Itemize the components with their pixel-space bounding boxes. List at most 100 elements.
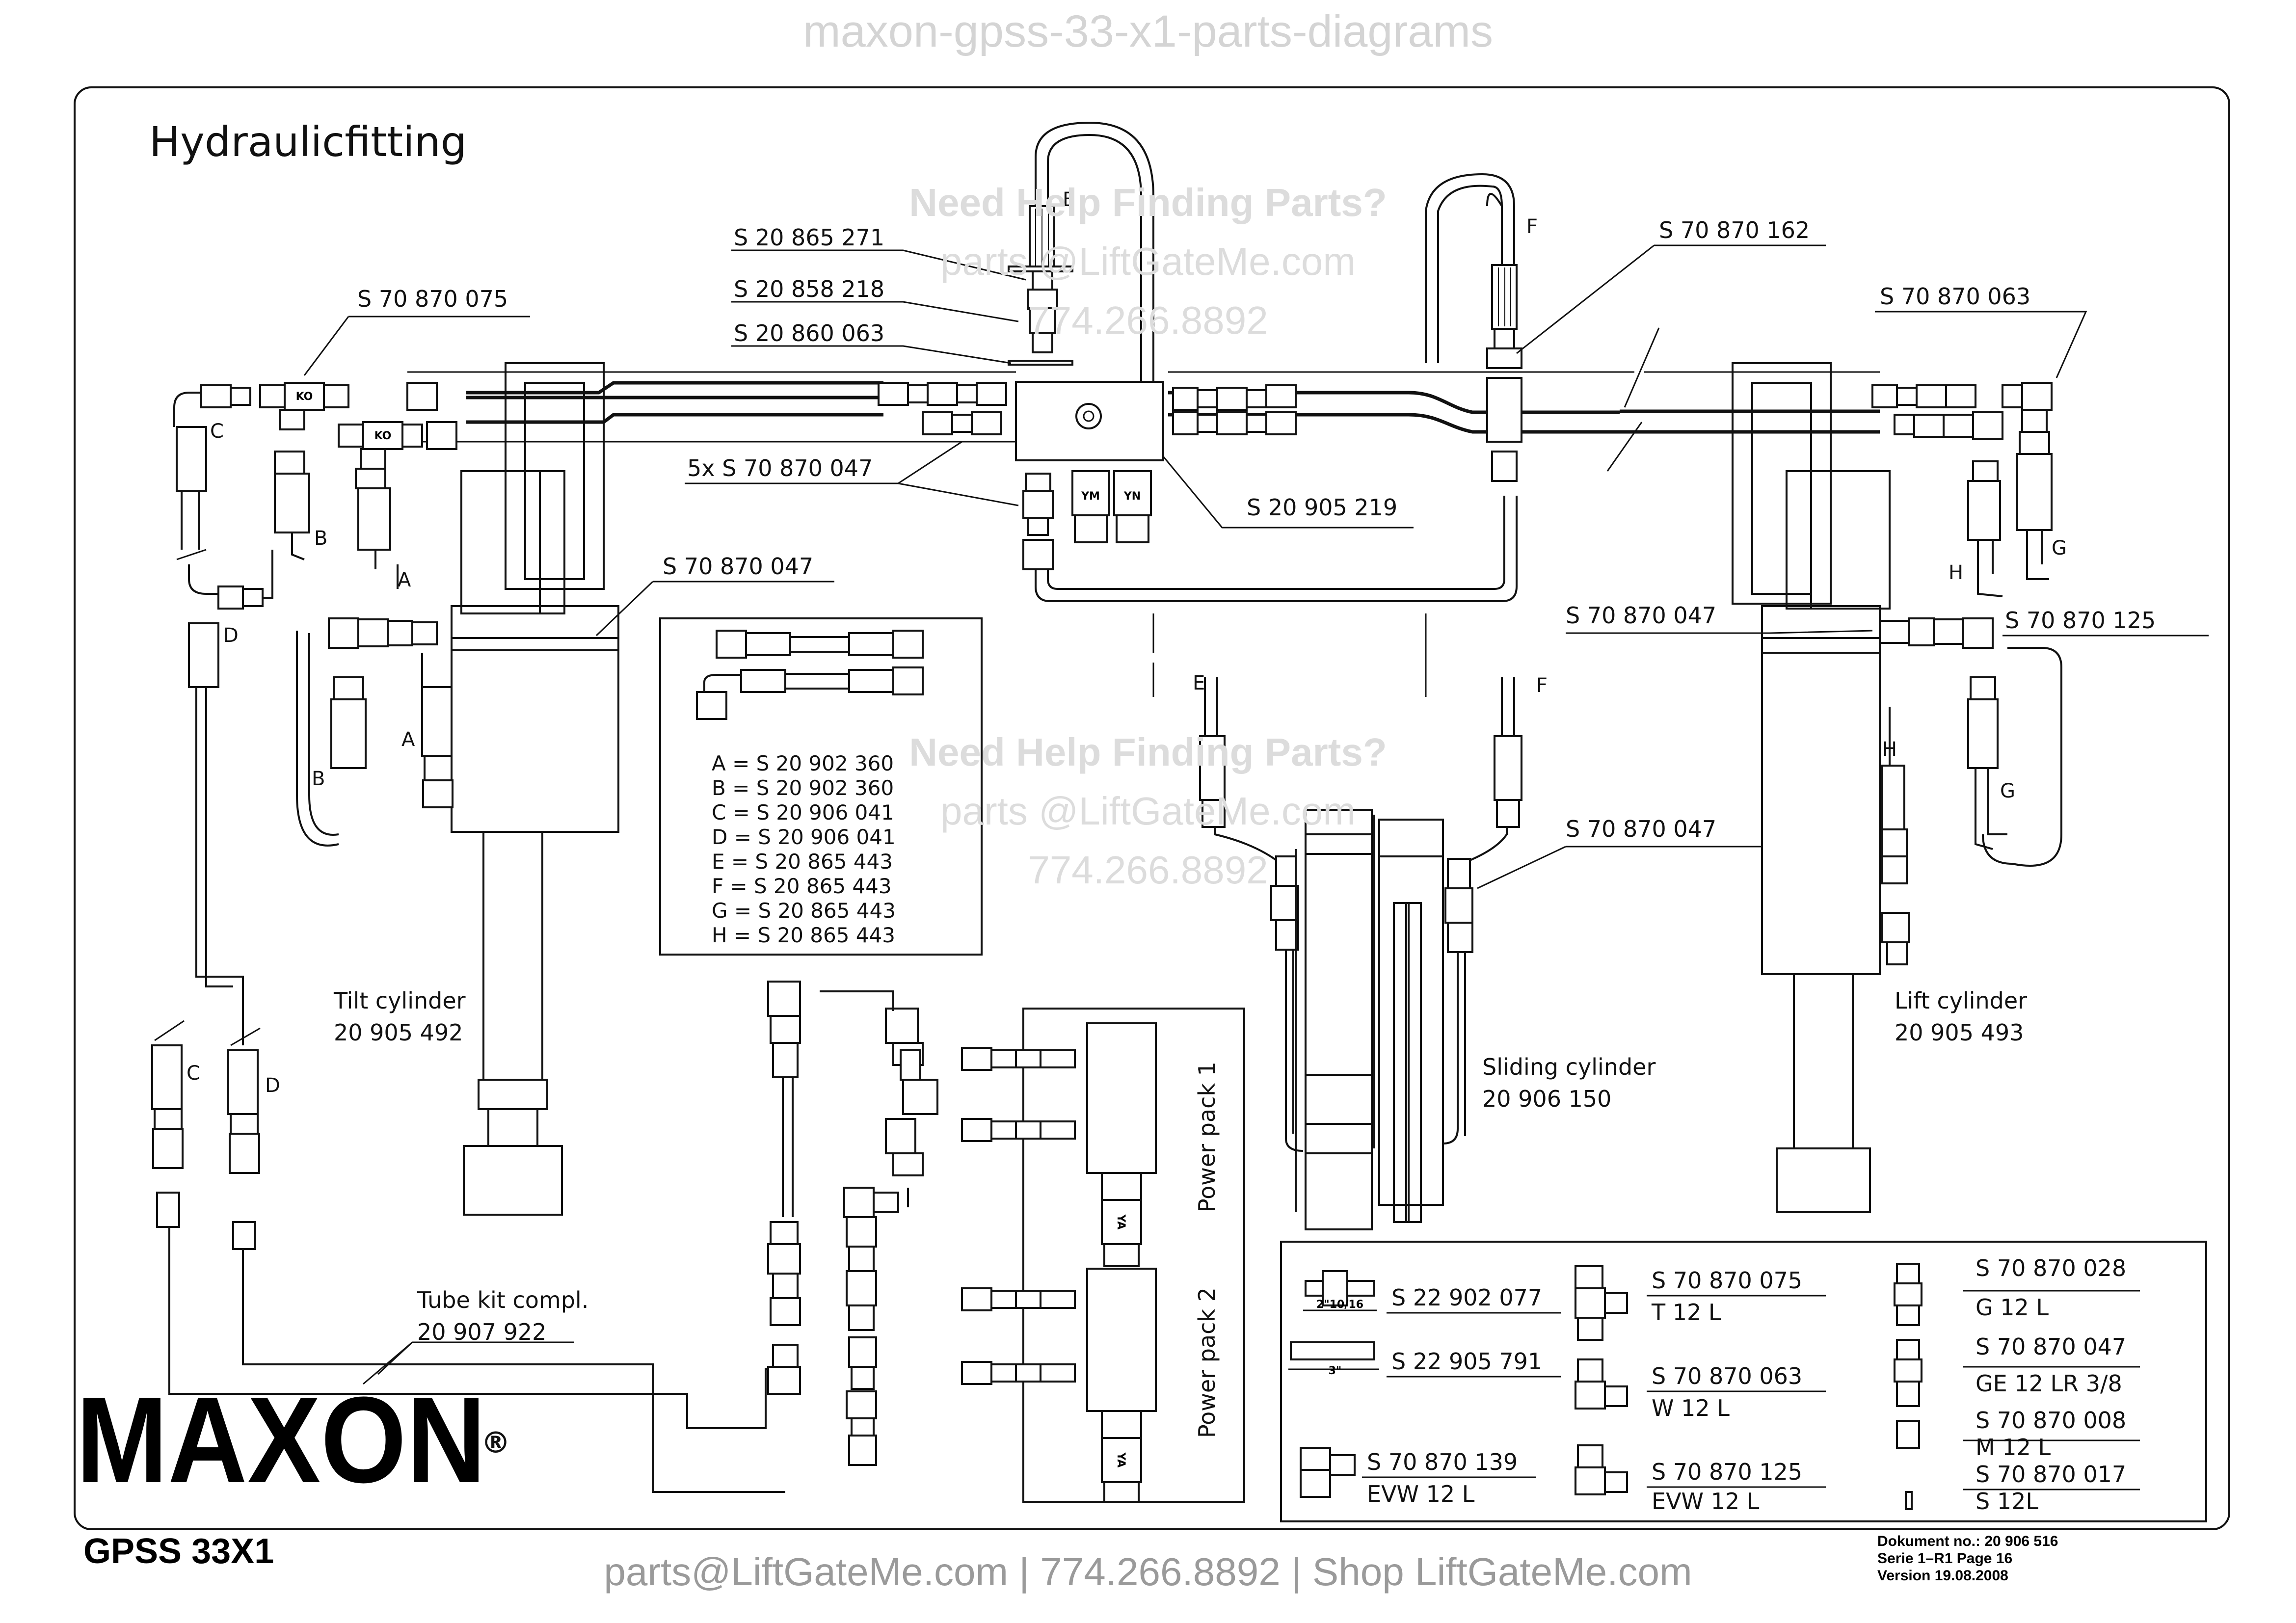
hose-legend-e: E = S 20 865 443 xyxy=(712,850,893,874)
hose-letter-d: D xyxy=(223,624,239,647)
hose-legend-d: D = S 20 906 041 xyxy=(712,825,896,849)
valve-yn xyxy=(1113,470,1152,516)
watermark-email-2: parts @LiftGateMe.com xyxy=(940,789,1356,833)
callout-s70870125: S 70 870 125 xyxy=(2005,607,2156,634)
diagram-title: Hydraulicfitting xyxy=(149,118,467,166)
drawing-frame xyxy=(74,86,2230,1530)
callout-5x-s70870047: 5x S 70 870 047 xyxy=(687,455,873,481)
hose-letter-h1: H xyxy=(1949,561,1963,584)
watermark-overlay: Need Help Finding Parts? parts @LiftGate… xyxy=(909,181,1387,892)
legend-desc-s70870017: S 12L xyxy=(1976,1488,2038,1515)
sliding-cylinder-number: 20 906 150 xyxy=(1482,1086,1611,1112)
tube-kit-label: Tube kit compl. xyxy=(417,1287,588,1313)
callout-s70870162: S 70 870 162 xyxy=(1659,217,1810,243)
tube-kit-number: 20 907 922 xyxy=(417,1319,546,1345)
sliding-cylinder-label: Sliding cylinder xyxy=(1482,1054,1655,1080)
callout-s70870063: S 70 870 063 xyxy=(1880,283,2030,310)
legend-part-s70870017: S 70 870 017 xyxy=(1976,1461,2126,1488)
hose-letter-b1: B xyxy=(314,527,327,550)
callout-s20905219: S 20 905 219 xyxy=(1247,494,1397,521)
hose-letter-b2: B xyxy=(312,768,325,790)
legend-part-s70870063: S 70 870 063 xyxy=(1652,1363,1802,1389)
valve-ya-2 xyxy=(1101,1437,1142,1483)
hose-legend-c: C = S 20 906 041 xyxy=(712,800,894,825)
watermark-email-1: parts @LiftGateMe.com xyxy=(940,239,1356,283)
hose-letter-h2: H xyxy=(1882,738,1897,761)
power-pack-2-label: Power pack 2 xyxy=(1194,1287,1220,1438)
hose-letter-g2: G xyxy=(2000,780,2015,802)
hose-legend-b: B = S 20 902 360 xyxy=(712,776,894,800)
watermark-help-1: Need Help Finding Parts? xyxy=(909,181,1387,224)
watermark-title: maxon-gpss-33-x1-parts-diagrams xyxy=(803,6,1493,56)
valve-block: YM YN xyxy=(1015,381,1518,602)
top-hose-loops xyxy=(1035,121,1515,697)
watermark-phone-2: 774.266.8892 xyxy=(1028,848,1268,892)
tube-kit xyxy=(151,1020,785,1493)
hose-letter-f-mid: F xyxy=(1536,674,1548,697)
callout-s70870047-left: S 70 870 047 xyxy=(663,553,813,580)
legend-desc-s70870063: W 12 L xyxy=(1652,1395,1730,1421)
parts-legend-box: 2"10/16 S 22 902 077 3" S 22 905 791 S 7… xyxy=(1280,1241,2207,1522)
callout-s20865271: S 20 865 271 xyxy=(734,224,884,251)
valve-ya-1-label: YA xyxy=(1115,1214,1127,1230)
power-pack-1-label: Power pack 1 xyxy=(1194,1062,1220,1212)
maxon-logo: MAXON xyxy=(76,1371,486,1508)
hose-letter-f-top: F xyxy=(1526,215,1538,238)
valve-yn-label: YN xyxy=(1123,490,1141,503)
lift-cylinder-number: 20 905 493 xyxy=(1895,1019,2024,1046)
hose-legend-a: A = S 20 902 360 xyxy=(712,751,894,775)
lift-cylinder-label: Lift cylinder xyxy=(1895,987,2027,1014)
legend-part-s70870008: S 70 870 008 xyxy=(1976,1407,2126,1434)
version-date: Version 19.08.2008 xyxy=(1877,1568,2008,1584)
callout-labels: S 20 865 271 S 20 858 218 S 20 860 063 S… xyxy=(357,217,2156,842)
valve-ym-label: YM xyxy=(1081,490,1100,503)
tilt-cylinder-number: 20 905 492 xyxy=(334,1019,463,1046)
tilt-cylinder-label: Tilt cylinder xyxy=(333,987,466,1014)
legend-desc-s70870028: G 12 L xyxy=(1976,1294,2049,1321)
hose-letter-d-low: D xyxy=(265,1074,280,1097)
series-page: Serie 1–R1 Page 16 xyxy=(1877,1550,2012,1567)
left-side-fittings: KO KO xyxy=(173,382,457,1045)
legend-desc-s70870125: EVW 12 L xyxy=(1652,1488,1760,1515)
legend-part-s70870028: S 70 870 028 xyxy=(1976,1255,2126,1281)
hose-legend-f: F = S 20 865 443 xyxy=(712,874,892,898)
legend-part-s70870047: S 70 870 047 xyxy=(1976,1333,2126,1360)
hose-legend-h: H = S 20 865 443 xyxy=(712,923,895,947)
callout-s70870047-slide: S 70 870 047 xyxy=(1566,816,1716,842)
legend-desc-s70870075: T 12 L xyxy=(1651,1299,1721,1326)
legend-part-s22905791: S 22 905 791 xyxy=(1391,1348,1542,1375)
hose-legend-box: A = S 20 902 360 B = S 20 902 360 C = S … xyxy=(659,617,983,956)
document-number: Dokument no.: 20 906 516 xyxy=(1877,1533,2058,1549)
sliding-cylinder xyxy=(1199,677,1522,1230)
model-name: GPSS 33X1 xyxy=(83,1532,274,1571)
svg-text:KO: KO xyxy=(374,430,392,442)
registered-mark: ® xyxy=(481,1426,510,1460)
tilt-cylinder xyxy=(451,362,619,1216)
watermark-phone-1: 774.266.8892 xyxy=(1028,298,1268,342)
hose-legend-g: G = S 20 865 443 xyxy=(712,899,896,923)
callout-s70870075: S 70 870 075 xyxy=(357,286,508,312)
hose-letter-a1: A xyxy=(398,569,411,591)
callout-s20858218: S 20 858 218 xyxy=(734,276,884,302)
hose-letter-g1: G xyxy=(2052,537,2067,559)
manifold-fittings xyxy=(878,382,1297,570)
legend-part-s70870125: S 70 870 125 xyxy=(1652,1459,1802,1485)
top-fitting-stack xyxy=(1008,205,1522,482)
hose-letter-e-top: E xyxy=(1063,188,1075,211)
hose-letter-c: C xyxy=(210,420,224,443)
hose-letters: E F C B A D A B G H G H E F C D xyxy=(187,188,2067,1097)
hose-letter-e-mid: E xyxy=(1193,672,1205,694)
legend-part-s70870139: S 70 870 139 xyxy=(1367,1449,1518,1475)
right-side-fittings xyxy=(1871,382,2062,965)
callout-s20860063: S 20 860 063 xyxy=(734,320,884,346)
watermark-help-2: Need Help Finding Parts? xyxy=(909,730,1387,774)
svg-text:KO: KO xyxy=(296,391,313,403)
legend-part-s70870075: S 70 870 075 xyxy=(1652,1267,1802,1294)
legend-desc-s70870139: EVW 12 L xyxy=(1367,1481,1475,1507)
power-packs: YA YA xyxy=(767,981,1245,1503)
component-labels: Tilt cylinder 20 905 492 Lift cylinder 2… xyxy=(333,987,2027,1438)
callout-s70870047-right: S 70 870 047 xyxy=(1566,602,1716,629)
legend-part-s22902077: S 22 902 077 xyxy=(1391,1284,1542,1311)
legend-dim-1: 2"10/16 xyxy=(1316,1299,1363,1311)
